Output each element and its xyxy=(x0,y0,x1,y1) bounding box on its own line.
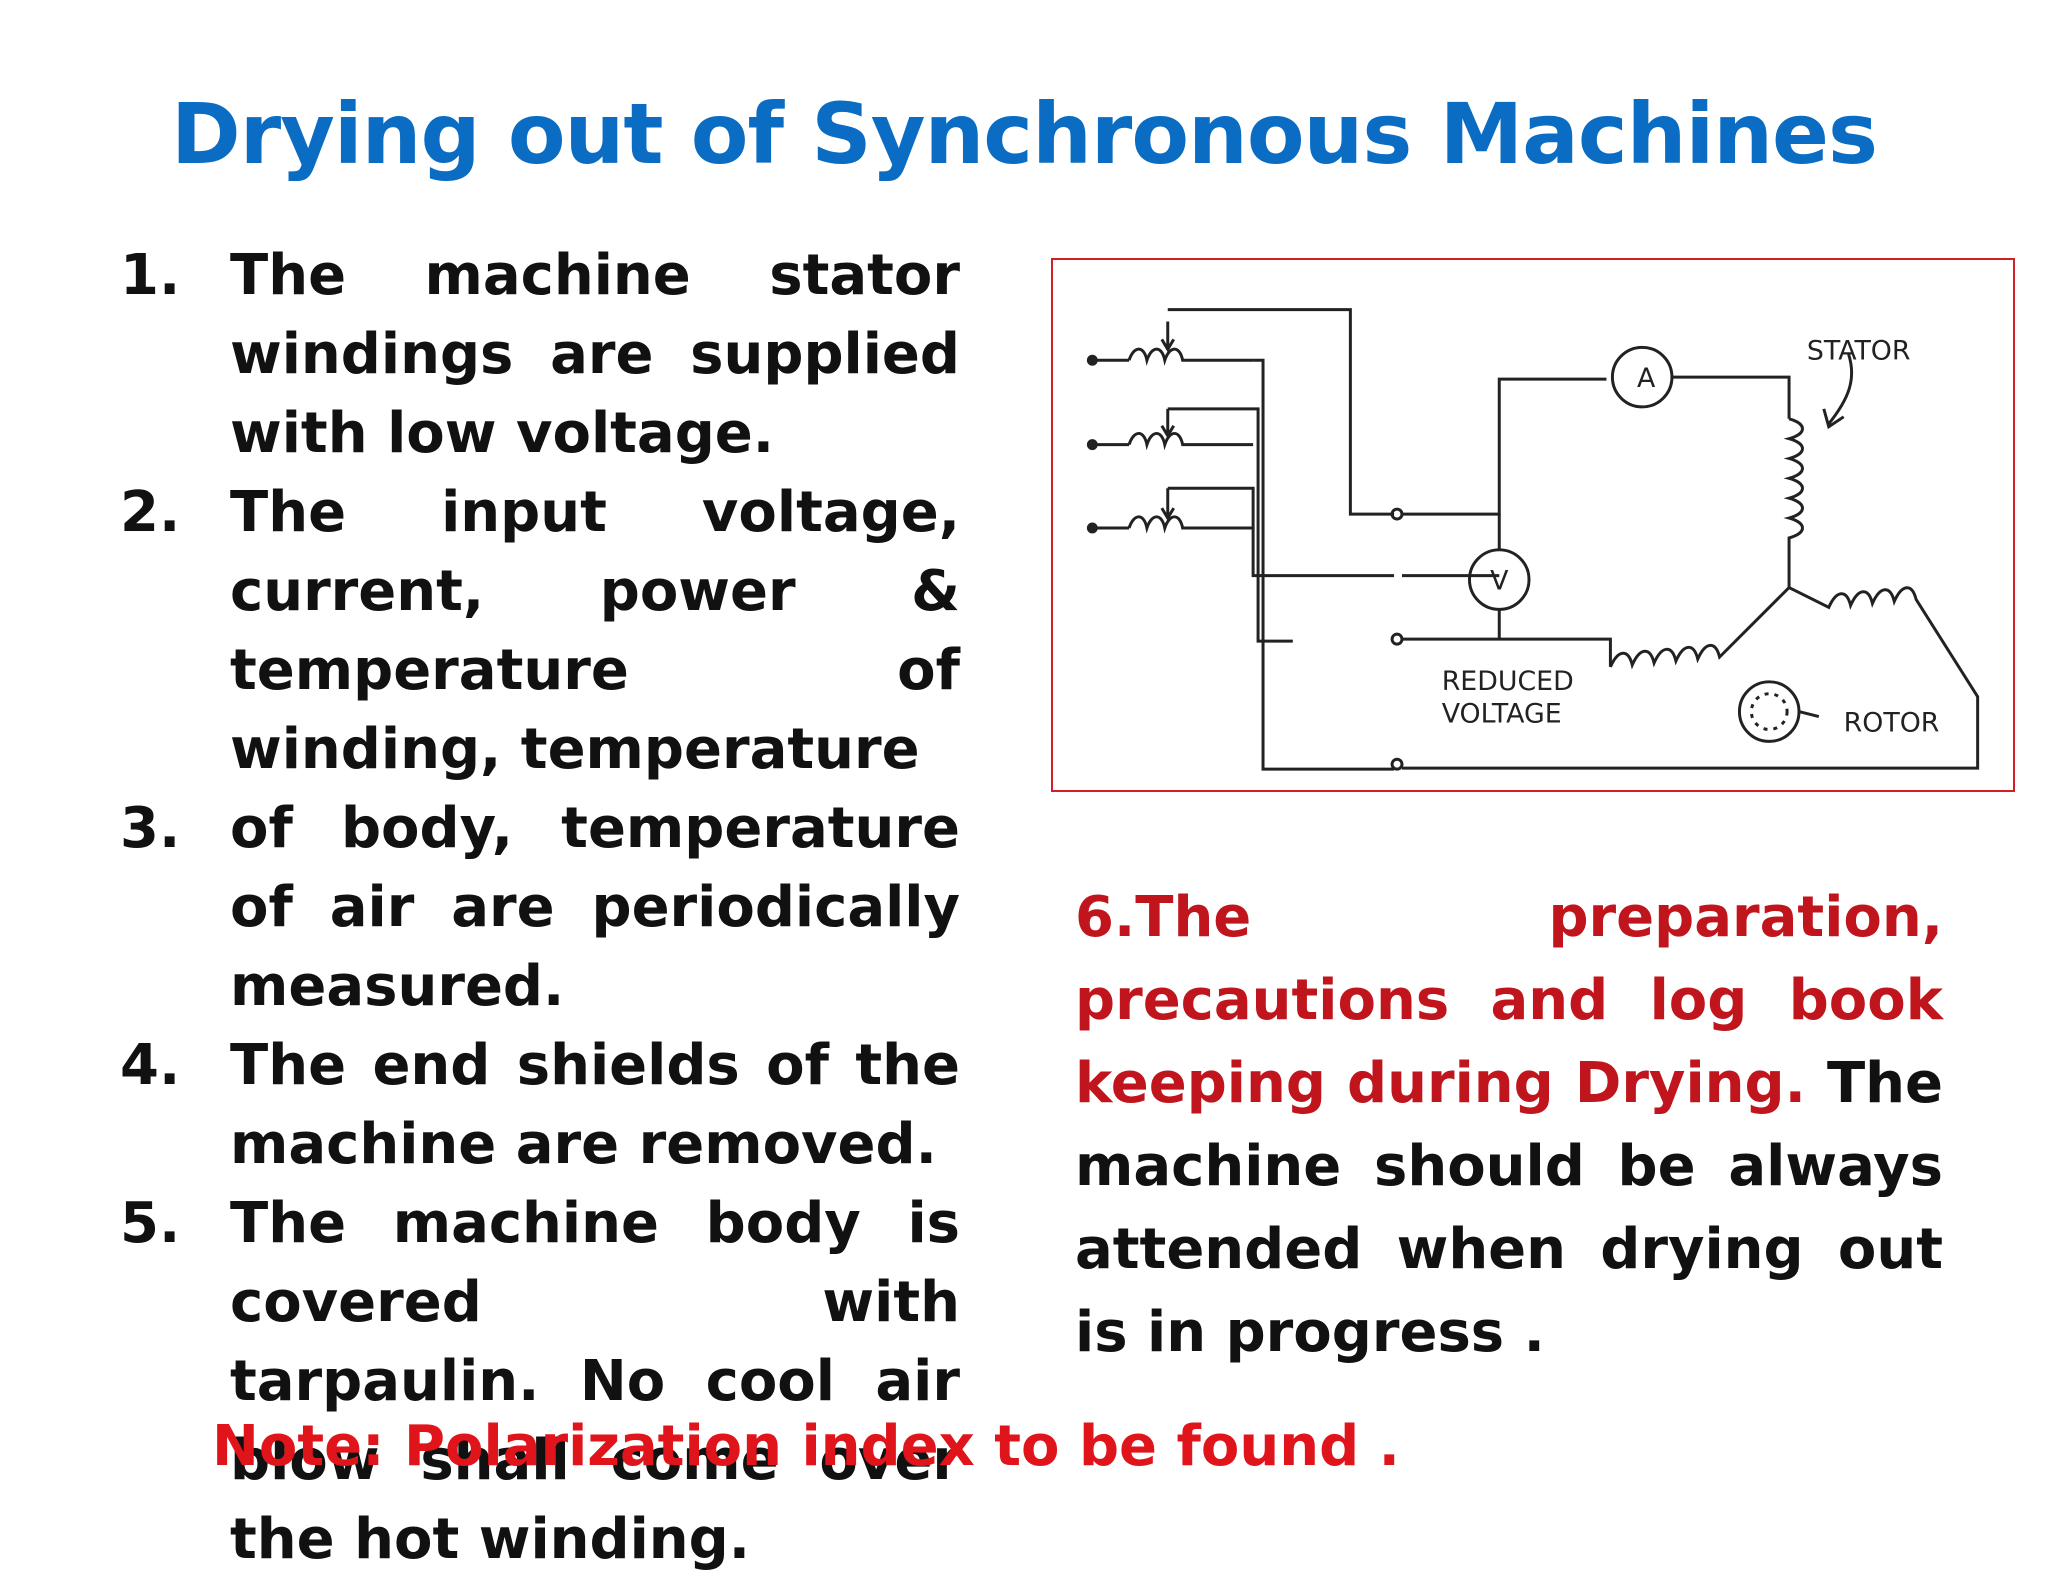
circuit-svg: A V STATOR REDUCED VOLTAGE ROTOR xyxy=(1086,308,1980,771)
list-number: 3. xyxy=(120,796,181,861)
list-item: 4. The end shields of the machine are rem… xyxy=(120,1026,960,1184)
point-6-heading: 6.The preparation, precautions and log b… xyxy=(1075,885,1943,1116)
list-text: The input voltage, current, power & temp… xyxy=(230,480,960,782)
list-text: The end shields of the machine are remov… xyxy=(230,1033,960,1177)
list-text: The machine stator windings are supplied… xyxy=(230,243,960,466)
reduced-label: REDUCED xyxy=(1442,666,1574,697)
rotor-label: ROTOR xyxy=(1844,707,1940,738)
list-number: 5. xyxy=(120,1191,181,1256)
note: Note: Polarization index to be found . xyxy=(212,1414,1400,1479)
page-title: Drying out of Synchronous Machines xyxy=(170,85,1878,183)
circuit-diagram: A V STATOR REDUCED VOLTAGE ROTOR xyxy=(1051,258,2015,792)
voltage-label: VOLTAGE xyxy=(1442,699,1562,730)
stator-label: STATOR xyxy=(1807,335,1911,366)
steps-list: 1. The machine stator windings are suppli… xyxy=(120,236,960,1579)
point-6: 6.The preparation, precautions and log b… xyxy=(1075,876,1943,1374)
list-number: 1. xyxy=(120,243,181,308)
list-text: of body, temperature of air are periodic… xyxy=(230,796,960,1019)
list-item: 2. The input voltage, current, power & te… xyxy=(120,473,960,789)
list-number: 4. xyxy=(120,1033,181,1098)
list-number: 2. xyxy=(120,480,181,545)
ammeter-label: A xyxy=(1637,363,1656,394)
list-item: 3. of body, temperature of air are period… xyxy=(120,789,960,1026)
list-item: 1. The machine stator windings are suppli… xyxy=(120,236,960,473)
voltmeter-label: V xyxy=(1490,566,1509,597)
list-item: 5. The machine body is covered with tarpa… xyxy=(120,1184,960,1579)
list-text: The machine body is covered with tarpaul… xyxy=(230,1191,960,1572)
point-6-body: The machine should be always attended wh… xyxy=(1075,1051,1943,1365)
